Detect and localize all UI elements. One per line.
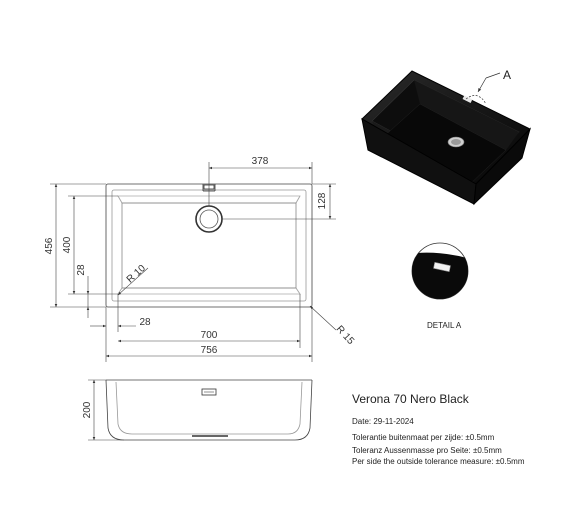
iso-overflow bbox=[462, 95, 473, 103]
sink-basin-floor bbox=[121, 202, 297, 289]
dim-128-label: 128 bbox=[317, 192, 328, 209]
dim-200-label: 200 bbox=[82, 401, 93, 418]
tolerance-german: Toleranz Aussenmasse pro Seite: ±0.5mm bbox=[352, 446, 502, 455]
side-view bbox=[105, 379, 313, 441]
callout-a bbox=[465, 72, 501, 105]
tolerance-english: Per side the outside tolerance measure: … bbox=[352, 457, 525, 466]
leader-r10 bbox=[117, 267, 149, 296]
dim-28-bottom-label: 28 bbox=[139, 317, 151, 328]
radius-r10-label: R 10 bbox=[125, 263, 148, 286]
dim-400-label: 400 bbox=[62, 236, 73, 253]
dim-456-label: 456 bbox=[44, 237, 55, 254]
product-title: Verona 70 Nero Black bbox=[352, 392, 469, 406]
dim-378-label: 378 bbox=[252, 156, 269, 167]
isometric-sink bbox=[361, 70, 531, 206]
leader-r15 bbox=[309, 305, 337, 331]
callout-a-label: A bbox=[503, 68, 511, 82]
sink-bottom-bevel bbox=[117, 287, 301, 295]
side-outer-profile bbox=[105, 379, 313, 441]
dim-28-left-label: 28 bbox=[76, 264, 87, 276]
side-view-dimensions bbox=[88, 379, 124, 441]
detail-a-label: DETAIL A bbox=[427, 321, 462, 330]
dim-700-label: 700 bbox=[201, 330, 218, 341]
drain-inner bbox=[199, 209, 219, 229]
tolerance-dutch: Tolerantie buitenmaat per zijde: ±0.5mm bbox=[352, 433, 495, 442]
side-overflow bbox=[201, 388, 217, 396]
drawing-date: Date: 29-11-2024 bbox=[352, 417, 414, 426]
side-inner-profile bbox=[115, 381, 303, 435]
radius-r15-label: R 15 bbox=[334, 324, 357, 347]
detail-overflow-slot bbox=[433, 262, 451, 272]
detail-a bbox=[411, 242, 469, 300]
top-view-dimensions bbox=[50, 162, 337, 362]
dim-756-label: 756 bbox=[201, 345, 218, 356]
